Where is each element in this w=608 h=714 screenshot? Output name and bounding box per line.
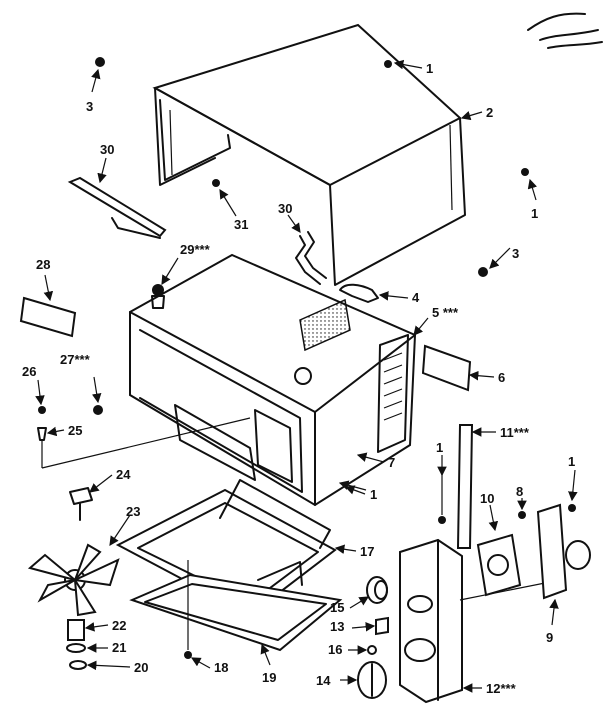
callout-21: 21 xyxy=(112,640,126,655)
callout-27: 27*** xyxy=(60,352,91,367)
callout-25: 25 xyxy=(68,423,82,438)
knob-small[interactable] xyxy=(366,576,388,604)
callout-28: 28 xyxy=(36,257,50,272)
outer-cabinet xyxy=(152,23,466,286)
callout-8: 8 xyxy=(516,484,523,499)
callout-30: 30 xyxy=(100,142,114,157)
callout-labels: 1 1 1 1 1 2 3 3 4 5 *** 6 7 8 9 10 11***… xyxy=(22,61,575,696)
knob-large[interactable] xyxy=(357,661,387,699)
callout-19: 19 xyxy=(262,670,276,685)
callout-2: 2 xyxy=(486,105,493,120)
callout-1: 1 xyxy=(436,440,443,455)
callout-26: 26 xyxy=(22,364,36,379)
square-clip xyxy=(375,616,389,636)
screw-icon xyxy=(95,57,529,277)
bottom-plate xyxy=(129,573,343,652)
callout-1: 1 xyxy=(426,61,433,76)
callout-24: 24 xyxy=(116,467,131,482)
corner-scribble xyxy=(527,12,603,49)
screw-icon xyxy=(438,470,446,524)
callout-3: 3 xyxy=(512,246,519,261)
callout-1: 1 xyxy=(531,206,538,221)
callout-5: 5 *** xyxy=(432,305,459,320)
hub-stack xyxy=(66,619,87,670)
connector-part xyxy=(151,284,165,309)
callout-20: 20 xyxy=(134,660,148,675)
callout-17: 17 xyxy=(360,544,374,559)
label-card-right xyxy=(421,344,472,392)
bracket-part xyxy=(69,487,93,521)
callout-7: 7 xyxy=(388,455,395,470)
clip-part xyxy=(339,283,379,303)
timer-module xyxy=(476,533,522,597)
callout-6: 6 xyxy=(498,370,505,385)
callout-15: 15 xyxy=(330,600,344,615)
callout-29: 29*** xyxy=(180,242,211,257)
callout-11: 11*** xyxy=(500,425,530,440)
fastener-part xyxy=(37,406,47,441)
callout-12: 12*** xyxy=(486,681,517,696)
label-card xyxy=(19,296,77,338)
callout-9: 9 xyxy=(546,630,553,645)
trim-strip-hook xyxy=(295,231,327,285)
trim-strip-left xyxy=(67,176,167,239)
callout-arrows xyxy=(35,59,578,693)
callout-1: 1 xyxy=(568,454,575,469)
callout-10: 10 xyxy=(480,491,494,506)
callout-1: 1 xyxy=(370,487,377,502)
callout-13: 13 xyxy=(330,619,344,634)
callout-3: 3 xyxy=(86,99,93,114)
callout-30: 30 xyxy=(278,201,292,216)
main-chassis xyxy=(41,253,417,507)
screw-icon xyxy=(184,560,192,659)
callout-16: 16 xyxy=(328,642,342,657)
stud-part xyxy=(93,405,103,415)
callout-14: 14 xyxy=(316,673,331,688)
callout-22: 22 xyxy=(112,618,126,633)
vertical-strip xyxy=(456,424,474,549)
callout-18: 18 xyxy=(214,660,228,675)
control-panel xyxy=(399,538,561,704)
callout-23: 23 xyxy=(126,504,140,519)
spring-part xyxy=(367,645,377,655)
screw-icon xyxy=(518,511,526,519)
switch-assembly xyxy=(536,503,591,600)
callout-4: 4 xyxy=(412,290,420,305)
callout-31: 31 xyxy=(234,217,248,232)
fan-blade xyxy=(27,543,120,617)
